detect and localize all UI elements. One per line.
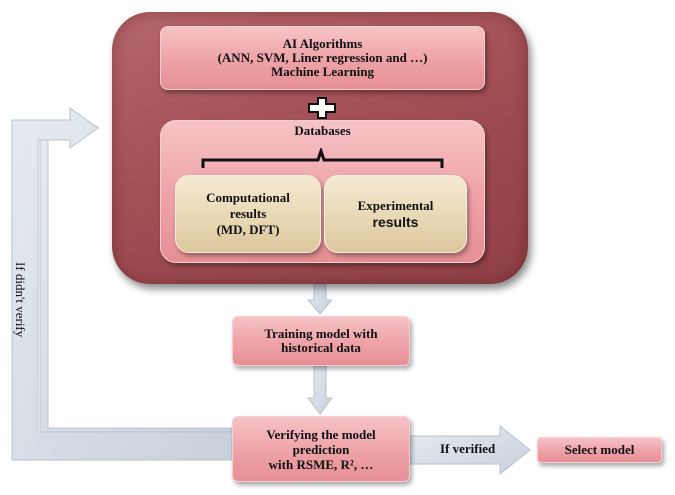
if-verified-label: If verified	[440, 441, 496, 456]
experimental-line1: Experimental	[357, 198, 434, 213]
down-arrow-2	[307, 365, 333, 415]
ai-box-line3: Machine Learning	[271, 64, 374, 79]
plus-icon	[308, 97, 336, 119]
ai-box-line1: AI Algorithms	[282, 36, 363, 51]
training-line1: Training model with	[264, 326, 378, 341]
select-model-label: Select model	[564, 442, 635, 457]
verifying-line2: prediction	[292, 441, 350, 457]
experimental-results-box: Experimental results	[324, 175, 467, 253]
computational-line3: (MD, DFT)	[216, 222, 280, 237]
training-line2: historical data	[281, 340, 361, 355]
ai-algorithms-box: AI Algorithms (ANN, SVM, Liner regressio…	[160, 26, 485, 90]
select-model-box: Select model	[537, 437, 662, 463]
experimental-line2: results	[372, 214, 419, 230]
computational-line1: Computational	[206, 190, 290, 205]
right-arrow-verified	[409, 424, 531, 476]
verifying-line3: with RSME, R², …	[268, 456, 374, 472]
computational-results-box: Computational results (MD, DFT)	[175, 175, 321, 253]
verifying-line1: Verifying the model	[266, 426, 376, 442]
databases-title: Databases	[294, 123, 351, 138]
training-model-box: Training model with historical data	[232, 316, 410, 366]
verifying-model-box: Verifying the model prediction with RSME…	[232, 416, 410, 482]
down-arrow-1	[306, 283, 334, 315]
feedback-arrow-body	[11, 107, 233, 461]
if-didnt-verify-label: If didn't verify	[13, 262, 28, 338]
computational-line2: results	[229, 206, 267, 221]
ai-box-line2: (ANN, SVM, Liner regression and …)	[217, 50, 428, 65]
brace-icon	[201, 148, 444, 168]
